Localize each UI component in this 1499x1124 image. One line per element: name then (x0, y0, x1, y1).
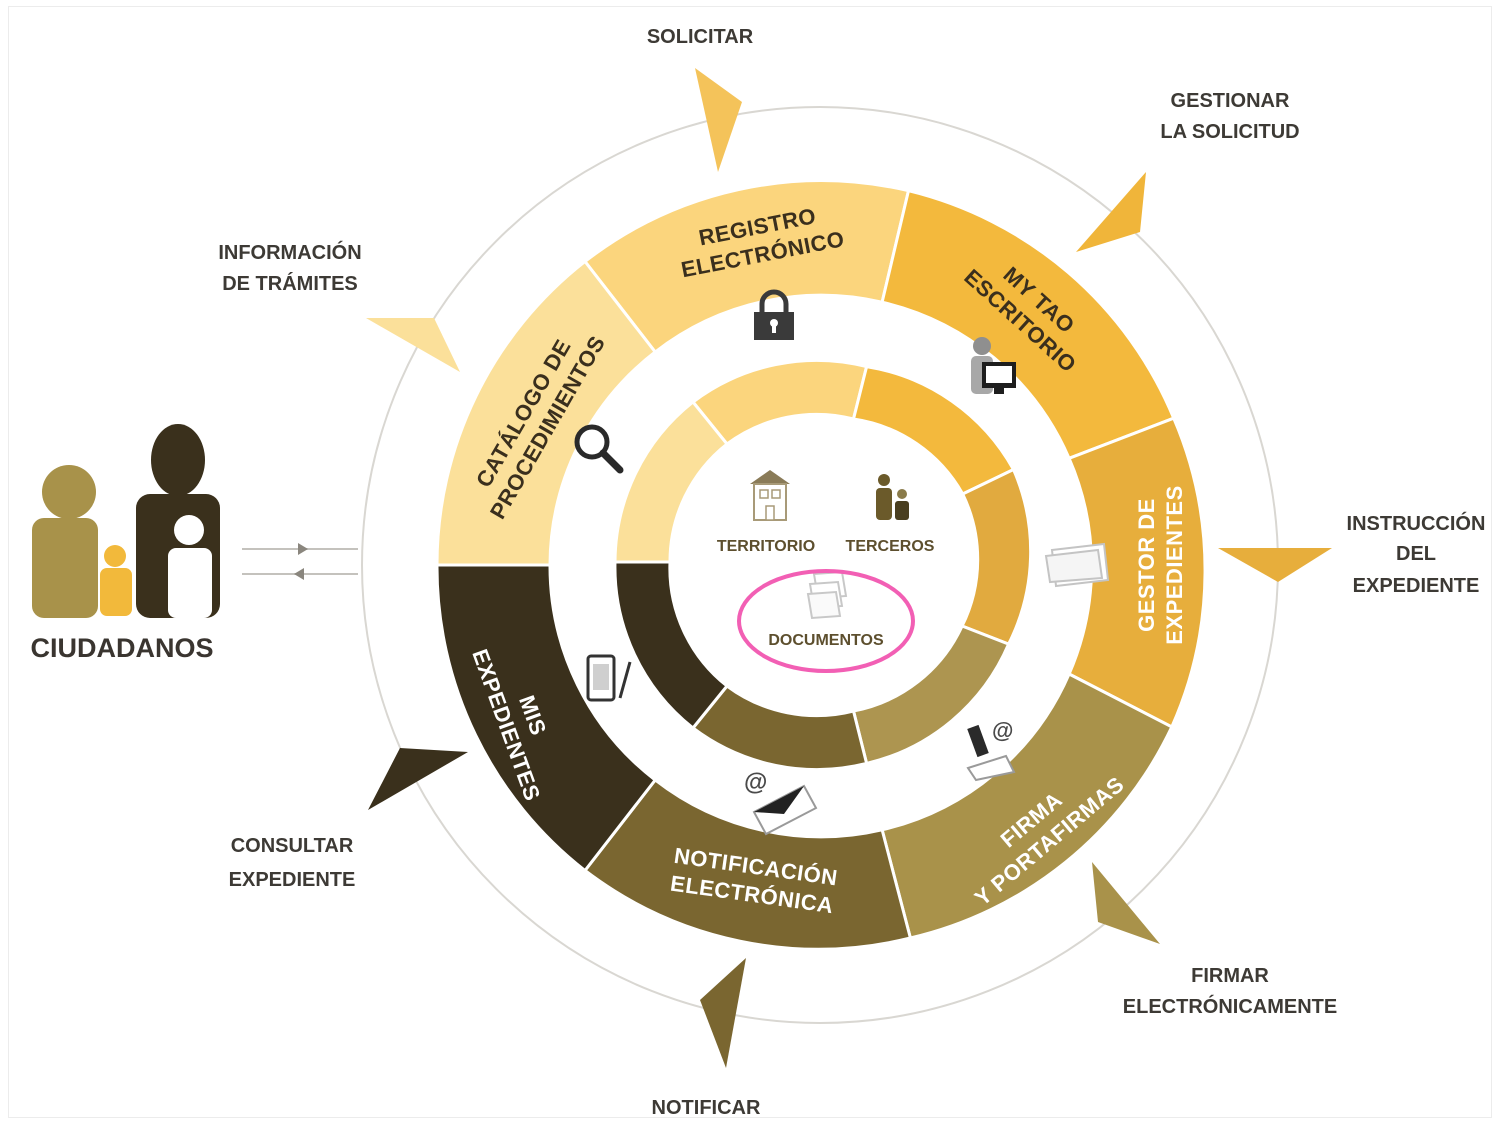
label-gestor-1: GESTOR DE (1134, 498, 1159, 632)
label-instruccion-1: INSTRUCCIÓN (1347, 511, 1486, 535)
sign-email-icon: @ (966, 718, 1016, 782)
arrow-instruccion (1218, 548, 1332, 582)
services-ring (435, 179, 1207, 951)
inner-segment-6 (613, 560, 730, 731)
label-consultar-2: EXPEDIENTE (229, 869, 356, 891)
lock-icon (754, 289, 794, 340)
label-solicitar: SOLICITAR (647, 26, 754, 48)
svg-text:@: @ (744, 769, 767, 796)
arrow-solicitar (695, 68, 742, 172)
connector-in-arrowhead (294, 568, 304, 580)
label-gestionar-1: GESTIONAR (1171, 90, 1290, 112)
inner-segment-1 (690, 358, 869, 447)
arrow-firmar (1092, 862, 1160, 944)
label-ciudadanos: CIUDADANOS (30, 633, 213, 663)
inner-segment-5 (690, 683, 869, 772)
arrow-gestionar (1076, 172, 1146, 252)
email-envelope-icon: @ (744, 769, 818, 836)
label-firmar-1: FIRMAR (1191, 965, 1269, 987)
magnifier-icon (574, 424, 624, 474)
inner-segment-7 (613, 399, 730, 564)
label-notificar: NOTIFICAR (652, 1097, 761, 1119)
mobile-icon (586, 654, 632, 702)
label-instruccion-2: DEL (1396, 543, 1436, 565)
segment-catalogo-procedimientos[interactable] (435, 259, 658, 567)
label-terceros: TERCEROS (846, 538, 935, 555)
action-labels: SOLICITAR GESTIONAR LA SOLICITUD INSTRUC… (218, 26, 1485, 1119)
arrow-consultar (368, 748, 468, 810)
label-gestor-2: EXPEDIENTES (1162, 485, 1187, 645)
arrow-informacion (366, 318, 460, 372)
citizens-family-icon (32, 424, 220, 618)
citizen-connectors (242, 543, 358, 580)
svg-text:@: @ (992, 718, 1013, 743)
connector-out-arrowhead (298, 543, 308, 555)
house-icon (750, 470, 790, 521)
documentos-highlight-ellipse (737, 569, 915, 673)
inner-segment-3 (960, 467, 1033, 646)
label-documentos: DOCUMENTOS (768, 632, 884, 649)
arrow-notificar (700, 958, 746, 1068)
label-instruccion-3: EXPEDIENTE (1353, 575, 1480, 597)
label-informacion-1: INFORMACIÓN (218, 240, 361, 264)
label-gestionar-2: LA SOLICITUD (1160, 121, 1299, 143)
label-firmar-2: ELECTRÓNICAMENTE (1123, 994, 1337, 1018)
user-desktop-icon (971, 337, 1016, 394)
inner-ring (613, 358, 1033, 772)
label-territorio: TERRITORIO (717, 538, 815, 555)
documents-icon (806, 570, 848, 620)
label-informacion-2: DE TRÁMITES (222, 272, 358, 295)
cycle-arrows (366, 68, 1332, 1068)
folder-icon (1044, 542, 1110, 588)
people-icon (876, 474, 909, 520)
label-consultar-1: CONSULTAR (231, 835, 354, 857)
